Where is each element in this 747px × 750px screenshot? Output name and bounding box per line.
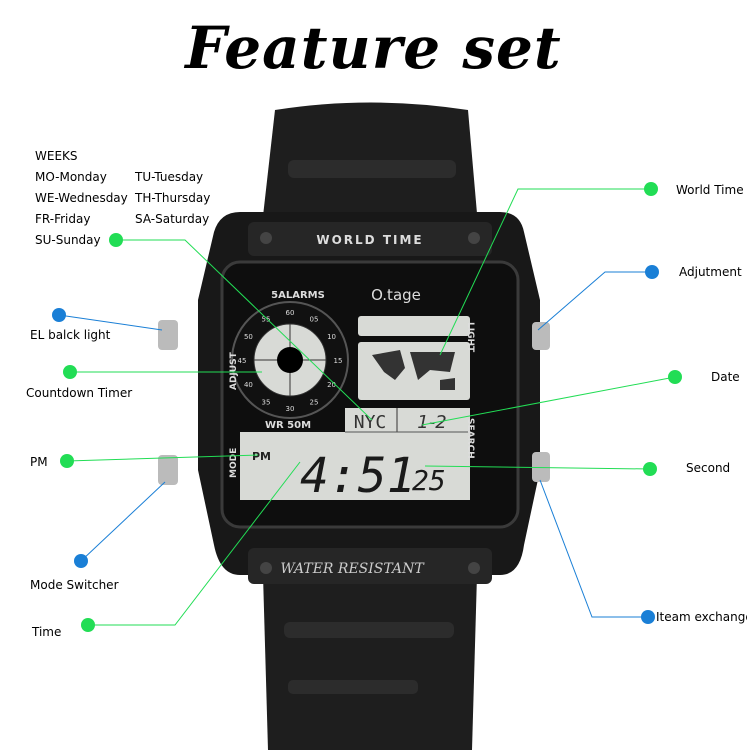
dial-number: 30 xyxy=(286,405,295,413)
bottom-strap xyxy=(262,540,478,750)
dial-number: 50 xyxy=(244,333,253,341)
bezel-top-text: WORLD TIME xyxy=(316,233,423,247)
week-day: FR-Friday xyxy=(35,212,91,226)
lcd-top-bar xyxy=(358,316,470,336)
wr-text: WR 50M xyxy=(265,420,311,431)
dot-mode-switcher xyxy=(74,554,88,568)
line-second xyxy=(424,465,651,470)
dial-number: 35 xyxy=(262,399,271,407)
label-countdown: Countdown Timer xyxy=(26,386,133,400)
line-time xyxy=(88,461,301,626)
line-mode-switcher xyxy=(80,481,166,562)
week-day: WE-Wednesday xyxy=(35,191,128,205)
lcd-city: NYC xyxy=(354,412,387,433)
dial-number: 20 xyxy=(327,381,336,389)
label-second: Second xyxy=(686,461,731,475)
dot-time xyxy=(81,618,95,632)
adjust-button xyxy=(532,322,550,350)
label-mode-switcher: Mode Switcher xyxy=(30,578,119,592)
label-backlight: EL balck light xyxy=(30,328,111,342)
alarms-text: 5ALARMS xyxy=(271,290,325,301)
week-day: MO-Monday xyxy=(35,170,107,184)
label-pm: PM xyxy=(30,455,48,469)
dot-countdown xyxy=(63,365,77,379)
week-day: TH-Thursday xyxy=(135,191,211,205)
label-item-exchange: Iteam exchange xyxy=(656,610,747,624)
lcd-main xyxy=(240,408,470,500)
dial-number: 05 xyxy=(310,315,319,323)
label-date: Date xyxy=(711,370,740,384)
search-button xyxy=(532,452,550,482)
world-map-lcd xyxy=(358,342,470,400)
dial-number: 55 xyxy=(262,315,271,323)
line-adjustment xyxy=(537,271,652,331)
dot-date xyxy=(668,370,682,384)
lcd-seconds: 25 xyxy=(412,464,446,497)
dial-number: 10 xyxy=(327,333,336,341)
dial-number: 40 xyxy=(244,381,253,389)
brand-logo: O.tage xyxy=(371,286,421,304)
dot-pm xyxy=(60,454,74,468)
line-weeks xyxy=(116,239,373,421)
week-day: SA-Saturday xyxy=(135,212,210,226)
search-text: SEARCH xyxy=(465,418,475,459)
dot-world-time xyxy=(644,182,658,196)
page-title: Feature set xyxy=(185,14,562,82)
light-text: LIGHT xyxy=(465,322,475,353)
line-item-exchange xyxy=(539,479,648,618)
dot-item-exchange xyxy=(641,610,655,624)
line-world-time xyxy=(439,188,651,356)
dot-weeks xyxy=(109,233,123,247)
dot-backlight xyxy=(52,308,66,322)
water-resistant-text: WATER RESISTANT xyxy=(280,561,425,577)
adjust-text: ADJUST xyxy=(229,351,239,390)
lcd-time: 4:51 xyxy=(300,448,416,504)
line-pm xyxy=(66,454,259,462)
line-date xyxy=(421,376,676,426)
mode-button xyxy=(158,455,178,485)
label-adjustment: Adjutment xyxy=(679,265,742,279)
dial-number: 15 xyxy=(334,357,343,365)
dial-number: 45 xyxy=(238,357,247,365)
light-button xyxy=(158,320,178,350)
mode-text: MODE xyxy=(229,448,239,478)
line-backlight xyxy=(58,314,163,331)
label-world-time: World Time xyxy=(676,183,744,197)
week-day: TU-Tuesday xyxy=(135,170,204,184)
week-day: SU-Sunday xyxy=(35,233,101,247)
lcd-pm: PM xyxy=(252,450,271,463)
dot-second xyxy=(643,462,657,476)
strap-texture xyxy=(288,160,456,178)
dot-adjustment xyxy=(645,265,659,279)
label-time: Time xyxy=(32,625,62,639)
lcd-date: 1-2 xyxy=(417,412,446,433)
dial-number: 25 xyxy=(310,399,319,407)
dial-number: 60 xyxy=(286,309,295,317)
weeks-heading: WEEKS xyxy=(35,149,78,163)
